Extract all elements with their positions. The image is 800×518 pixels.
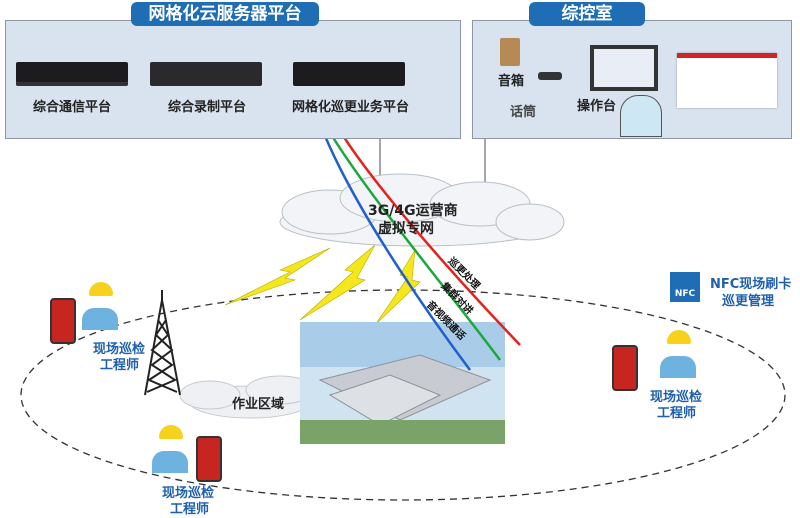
handheld-terminal-icon: [50, 298, 76, 344]
engineer-icon: [152, 425, 190, 475]
handheld-terminal-icon: [612, 345, 638, 391]
engineer-label-line1: 现场巡检: [650, 390, 703, 405]
network-label-line2: 虚拟专网: [378, 221, 434, 237]
control-room-title: 综控室: [529, 2, 645, 26]
server-label: 综合通信平台: [33, 100, 112, 115]
factory-image: [300, 322, 505, 444]
tower-icon: [144, 290, 181, 396]
server-platform-title: 网格化云服务器平台: [131, 2, 319, 26]
operator-icon: [620, 95, 662, 137]
nfc-label-line1: NFC现场刷卡: [710, 277, 792, 292]
nfc-icon: NFC: [670, 272, 700, 302]
server-rack-icon: [150, 62, 262, 86]
engineer-label-line2: 工程师: [100, 358, 140, 373]
engineer-icon: [82, 282, 120, 332]
server-label: 网格化巡更业务平台: [292, 100, 410, 115]
speaker-label: 音箱: [498, 74, 525, 89]
handheld-terminal-icon: [196, 436, 222, 482]
engineer-icon: [660, 330, 698, 380]
server-label: 综合录制平台: [168, 100, 247, 115]
engineer-label-line2: 工程师: [170, 502, 210, 517]
server-rack-icon: [16, 62, 128, 86]
nfc-label-line2: 巡更管理: [722, 294, 775, 309]
cloud-shape: [279, 173, 565, 247]
server-rack-icon: [293, 62, 405, 86]
microphone-label: 话筒: [510, 105, 537, 120]
engineer-label-line1: 现场巡检: [162, 486, 215, 501]
console-label: 操作台: [577, 99, 617, 114]
engineer-label-line1: 现场巡检: [93, 342, 146, 357]
engineer-label-line2: 工程师: [657, 406, 697, 421]
computer-icon: [590, 45, 658, 91]
network-label-line1: 3G/4G运营商: [368, 203, 458, 219]
work-area-label: 作业区域: [232, 397, 285, 412]
software-screenshot: [677, 53, 777, 108]
microphone-icon: [538, 72, 562, 80]
speaker-icon: [500, 38, 520, 66]
